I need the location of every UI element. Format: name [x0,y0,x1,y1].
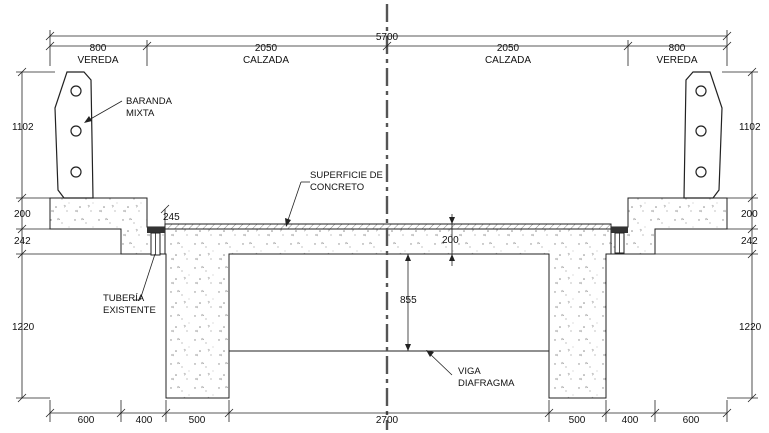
svg-text:EXISTENTE: EXISTENTE [103,305,156,316]
left-drain-pipe [147,227,165,256]
viga-label: VIGA DIAFRAGMA [426,350,515,389]
label-vereda-right: VEREDA [656,55,697,66]
dim-total-width: 5700 [376,32,399,43]
svg-text:TUBERÍA: TUBERÍA [103,293,145,304]
label-calzada-right: CALZADA [485,55,531,66]
dim-bottom-2: 400 [136,415,153,426]
dim-left-curb: 242 [14,236,31,247]
dim-bottom-6: 400 [622,415,639,426]
svg-text:DIAFRAGMA: DIAFRAGMA [458,378,515,389]
right-drain-pipe [611,227,628,254]
dim-left-railing-height: 1102 [12,122,34,133]
dim-vereda-left: 800 [90,43,107,54]
top-dimension-lines [45,30,732,66]
dim-bottom-3: 500 [189,415,206,426]
dim-bottom-1: 600 [78,415,95,426]
left-railing [54,71,94,199]
dim-slab-200: 200 [442,235,459,246]
dim-right-sidewalk: 200 [741,209,758,220]
dim-right-railing-height: 1102 [739,122,761,133]
label-calzada-left: CALZADA [243,55,289,66]
dim-bottom-4: 2700 [376,415,399,426]
baranda-label: BARANDA MIXTA [84,96,173,123]
dim-left-beam: 1220 [12,322,35,333]
bottom-dimension-lines [45,400,732,422]
svg-text:CONCRETO: CONCRETO [310,182,364,193]
dim-right-beam: 1220 [739,322,762,333]
svg-text:VIGA: VIGA [458,366,481,377]
dim-right-curb: 242 [741,236,758,247]
right-sidewalk-block [610,197,728,255]
left-sidewalk-block [49,197,166,255]
svg-text:BARANDA: BARANDA [126,96,173,107]
superficie-label: SUPERFICIE DE CONCRETO [285,170,383,227]
dim-bottom-7: 600 [683,415,700,426]
tuberia-label: TUBERÍA EXISTENTE [103,253,156,316]
dim-calzada-right: 2050 [497,43,520,54]
dim-bottom-5: 500 [569,415,586,426]
dim-beam-depth-855: 855 [400,295,417,306]
inner-dimension-lines [160,204,455,351]
right-railing [683,71,723,199]
svg-text:SUPERFICIE DE: SUPERFICIE DE [310,170,383,181]
label-vereda-left: VEREDA [77,55,118,66]
deck-slab-and-beams [164,226,612,399]
right-dimension-lines [655,67,758,403]
left-dimension-lines [16,67,121,403]
dim-calzada-left: 2050 [255,43,278,54]
dim-vereda-right: 800 [669,43,686,54]
svg-text:MIXTA: MIXTA [126,108,155,119]
dim-left-sidewalk: 200 [14,209,31,220]
dim-curb-245: 245 [163,212,180,223]
